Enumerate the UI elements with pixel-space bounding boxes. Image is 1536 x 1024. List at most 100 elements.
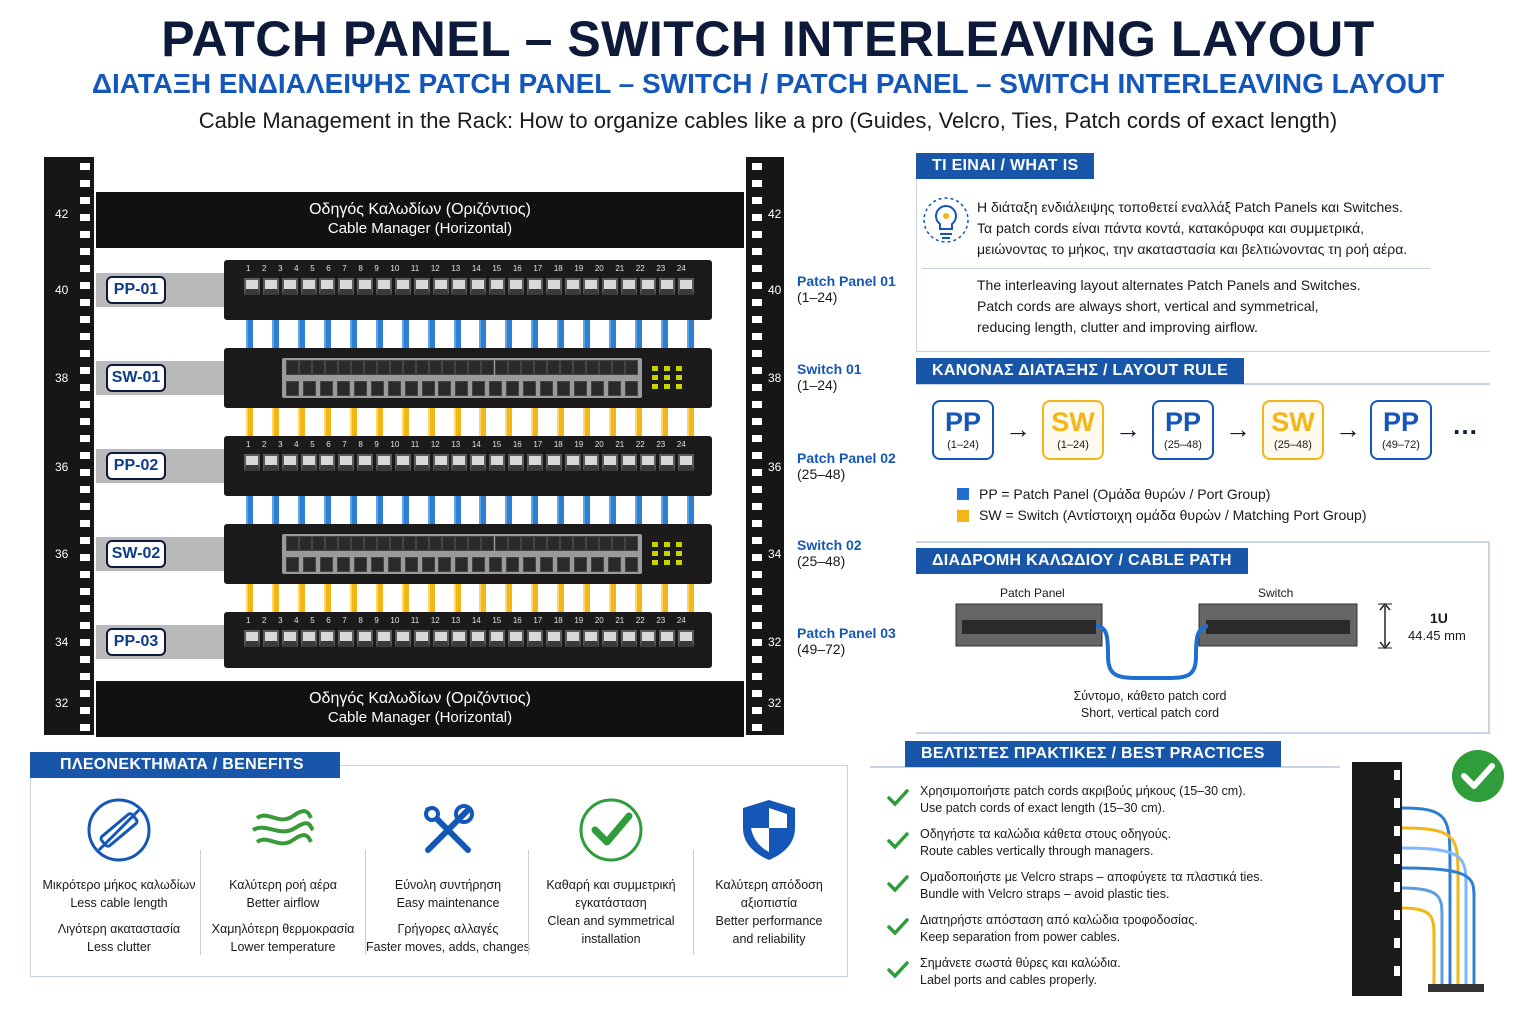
switch-port[interactable] bbox=[507, 536, 521, 551]
patch-panel-port[interactable] bbox=[621, 630, 638, 647]
patch-panel-port[interactable] bbox=[451, 454, 468, 471]
switch-port[interactable] bbox=[403, 360, 417, 375]
switch-port[interactable] bbox=[611, 360, 625, 375]
patch-panel-port[interactable] bbox=[451, 630, 468, 647]
switch-port[interactable] bbox=[572, 536, 586, 551]
switch-port[interactable] bbox=[481, 360, 495, 375]
patch-panel-port[interactable] bbox=[319, 630, 336, 647]
patch-panel-port[interactable] bbox=[526, 278, 543, 295]
patch-panel-port[interactable] bbox=[262, 278, 279, 295]
switch-port[interactable] bbox=[557, 557, 570, 572]
patch-panel-port[interactable] bbox=[677, 630, 694, 647]
switch-port[interactable] bbox=[338, 536, 352, 551]
switch-port[interactable] bbox=[455, 360, 469, 375]
patch-panel-port[interactable] bbox=[413, 278, 430, 295]
patch-panel-port[interactable] bbox=[262, 454, 279, 471]
switch-port[interactable] bbox=[494, 360, 508, 375]
switch-port[interactable] bbox=[312, 360, 326, 375]
patch-panel-port[interactable] bbox=[300, 630, 317, 647]
patch-panel-port[interactable] bbox=[376, 454, 393, 471]
switch-port[interactable] bbox=[559, 360, 573, 375]
switch-port[interactable] bbox=[377, 536, 391, 551]
patch-panel-port[interactable] bbox=[432, 630, 449, 647]
switch-port[interactable] bbox=[472, 557, 486, 572]
switch-port[interactable] bbox=[351, 536, 365, 551]
patch-panel-port[interactable] bbox=[489, 630, 506, 647]
patch-panel-port[interactable] bbox=[394, 454, 411, 471]
switch-port[interactable] bbox=[286, 381, 299, 396]
patch-panel-port[interactable] bbox=[602, 278, 619, 295]
switch-port[interactable] bbox=[351, 360, 365, 375]
patch-panel-port[interactable] bbox=[413, 454, 430, 471]
patch-panel-port[interactable] bbox=[677, 454, 694, 471]
switch-port[interactable] bbox=[302, 381, 316, 396]
switch-port[interactable] bbox=[546, 536, 560, 551]
patch-panel-port[interactable] bbox=[319, 454, 336, 471]
switch-port[interactable] bbox=[390, 536, 404, 551]
switch-port[interactable] bbox=[302, 557, 316, 572]
patch-panel-port[interactable] bbox=[357, 454, 374, 471]
patch-panel-port[interactable] bbox=[338, 630, 355, 647]
switch-port[interactable] bbox=[286, 360, 299, 375]
patch-panel-port[interactable] bbox=[564, 278, 581, 295]
patch-panel-port[interactable] bbox=[526, 454, 543, 471]
switch-port[interactable] bbox=[590, 557, 604, 572]
patch-panel-port[interactable] bbox=[338, 278, 355, 295]
switch-port[interactable] bbox=[506, 557, 520, 572]
switch-port[interactable] bbox=[370, 381, 384, 396]
switch-port[interactable] bbox=[404, 557, 418, 572]
patch-panel-port[interactable] bbox=[338, 454, 355, 471]
switch-port[interactable] bbox=[598, 360, 612, 375]
switch-port[interactable] bbox=[573, 557, 587, 572]
patch-panel-port[interactable] bbox=[640, 454, 657, 471]
switch-port[interactable] bbox=[455, 536, 469, 551]
patch-panel-port[interactable] bbox=[640, 278, 657, 295]
switch-port[interactable] bbox=[624, 381, 638, 396]
switch-port[interactable] bbox=[507, 360, 521, 375]
patch-panel-port[interactable] bbox=[281, 630, 298, 647]
patch-panel-port[interactable] bbox=[621, 278, 638, 295]
patch-panel-port[interactable] bbox=[394, 630, 411, 647]
patch-panel-port[interactable] bbox=[413, 630, 430, 647]
switch-port[interactable] bbox=[421, 557, 435, 572]
switch-port[interactable] bbox=[607, 381, 621, 396]
patch-panel-port[interactable] bbox=[564, 454, 581, 471]
switch-port[interactable] bbox=[455, 557, 469, 572]
switch-port[interactable] bbox=[523, 557, 537, 572]
patch-panel-port[interactable] bbox=[564, 630, 581, 647]
patch-panel-port[interactable] bbox=[508, 454, 525, 471]
switch-port[interactable] bbox=[429, 536, 443, 551]
switch-port[interactable] bbox=[624, 557, 638, 572]
switch-port[interactable] bbox=[438, 557, 452, 572]
patch-panel-port[interactable] bbox=[602, 630, 619, 647]
switch-port[interactable] bbox=[442, 360, 456, 375]
switch-port[interactable] bbox=[585, 360, 599, 375]
patch-panel-port[interactable] bbox=[451, 278, 468, 295]
switch-port[interactable] bbox=[286, 557, 299, 572]
patch-panel-port[interactable] bbox=[376, 278, 393, 295]
switch-port[interactable] bbox=[598, 536, 612, 551]
patch-panel-port[interactable] bbox=[508, 630, 525, 647]
patch-panel-port[interactable] bbox=[545, 454, 562, 471]
patch-panel-port[interactable] bbox=[583, 630, 600, 647]
switch-port[interactable] bbox=[319, 557, 333, 572]
switch-port[interactable] bbox=[387, 381, 401, 396]
switch-port[interactable] bbox=[353, 557, 367, 572]
switch-port[interactable] bbox=[546, 360, 560, 375]
switch-port[interactable] bbox=[438, 381, 452, 396]
patch-panel-port[interactable] bbox=[470, 630, 487, 647]
switch-port[interactable] bbox=[325, 536, 339, 551]
switch-port[interactable] bbox=[559, 536, 573, 551]
switch-port[interactable] bbox=[429, 360, 443, 375]
switch-port[interactable] bbox=[416, 536, 430, 551]
patch-panel-port[interactable] bbox=[281, 278, 298, 295]
patch-panel-port[interactable] bbox=[489, 278, 506, 295]
patch-panel-port[interactable] bbox=[658, 278, 675, 295]
switch-port[interactable] bbox=[624, 536, 638, 551]
patch-panel-port[interactable] bbox=[658, 454, 675, 471]
patch-panel-port[interactable] bbox=[357, 278, 374, 295]
patch-panel-port[interactable] bbox=[658, 630, 675, 647]
switch-port[interactable] bbox=[403, 536, 417, 551]
patch-panel-port[interactable] bbox=[244, 454, 260, 471]
switch-port[interactable] bbox=[540, 381, 554, 396]
